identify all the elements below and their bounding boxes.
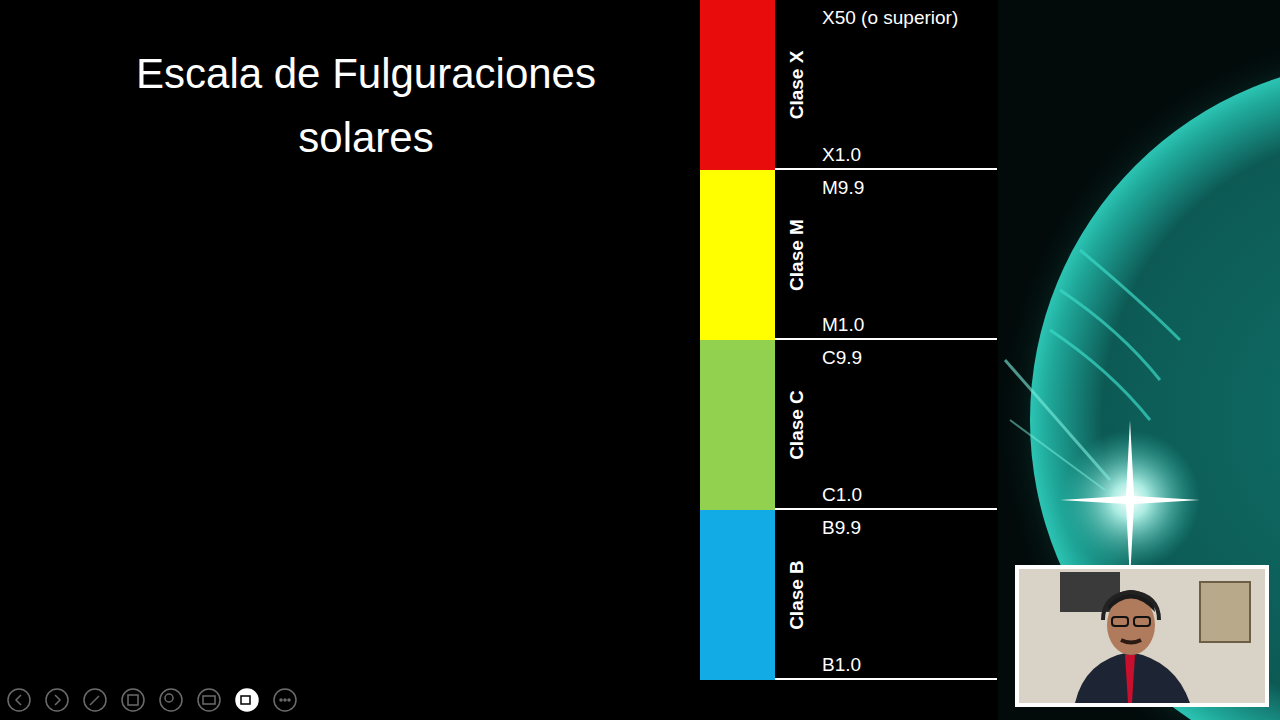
class-range-value: C1.0 <box>822 484 862 506</box>
control-button <box>46 689 68 711</box>
slideshow-controls <box>8 689 296 711</box>
flare-ray <box>1005 360 1110 480</box>
class-label: Clase C <box>782 345 812 505</box>
control-button <box>160 689 182 711</box>
control-button <box>198 689 220 711</box>
webcam-headset <box>1103 592 1159 620</box>
flare-class-band: Clase B B9.9B1.0 <box>700 510 997 680</box>
class-color-swatch <box>700 170 775 340</box>
webcam-diploma <box>1200 582 1250 642</box>
class-label: Clase M <box>782 175 812 335</box>
control-button <box>8 689 30 711</box>
sun-image <box>990 0 1280 720</box>
class-color-swatch <box>700 0 775 170</box>
class-range-value: M9.9 <box>822 177 864 199</box>
webcam-glasses <box>1134 617 1150 626</box>
webcam-suit <box>1075 652 1190 703</box>
control-button <box>122 689 144 711</box>
webcam-moustache <box>1121 640 1141 643</box>
control-icon <box>55 695 60 705</box>
control-button-active <box>236 689 258 711</box>
webcam-tie <box>1125 655 1135 703</box>
flare-star <box>1060 420 1200 580</box>
flare-class-band: Clase X X50 (o superior) X1.0 <box>700 0 997 170</box>
control-icon <box>288 699 290 701</box>
class-range-value: M1.0 <box>822 314 864 336</box>
class-label: Clase X <box>782 5 812 165</box>
class-color-swatch <box>700 510 775 680</box>
control-icon <box>16 695 21 705</box>
class-label: Clase B <box>782 515 812 675</box>
class-range-value: C9.9 <box>822 347 862 369</box>
control-button <box>274 689 296 711</box>
sun-halo <box>990 20 1280 720</box>
class-range-value: X1.0 <box>822 144 861 166</box>
class-color-swatch <box>700 340 775 510</box>
sun-loops <box>1050 250 1180 420</box>
control-icon <box>280 699 282 701</box>
class-range-value: B9.9 <box>822 517 861 539</box>
flare-class-band: Clase C C9.9C1.0 <box>700 340 997 510</box>
webcam-glasses <box>1112 617 1128 626</box>
band-divider <box>775 678 997 680</box>
control-icon <box>128 695 138 705</box>
webcam-video <box>1019 569 1265 703</box>
webcam-frame <box>1015 565 1269 707</box>
flare-class-band: Clase M M9.9M1.0 <box>700 170 997 340</box>
slide-title: Escala de Fulguraciones solares <box>136 42 596 170</box>
flare-ray <box>1010 420 1105 490</box>
control-icon <box>241 696 250 704</box>
class-range-value: X50 (o superior) <box>822 7 958 29</box>
control-icon <box>165 694 173 702</box>
control-icon <box>90 696 99 705</box>
control-icon <box>203 696 215 704</box>
webcam-overlay <box>1015 565 1269 707</box>
class-range-value: B1.0 <box>822 654 861 676</box>
control-icon <box>284 699 286 701</box>
control-button <box>84 689 106 711</box>
